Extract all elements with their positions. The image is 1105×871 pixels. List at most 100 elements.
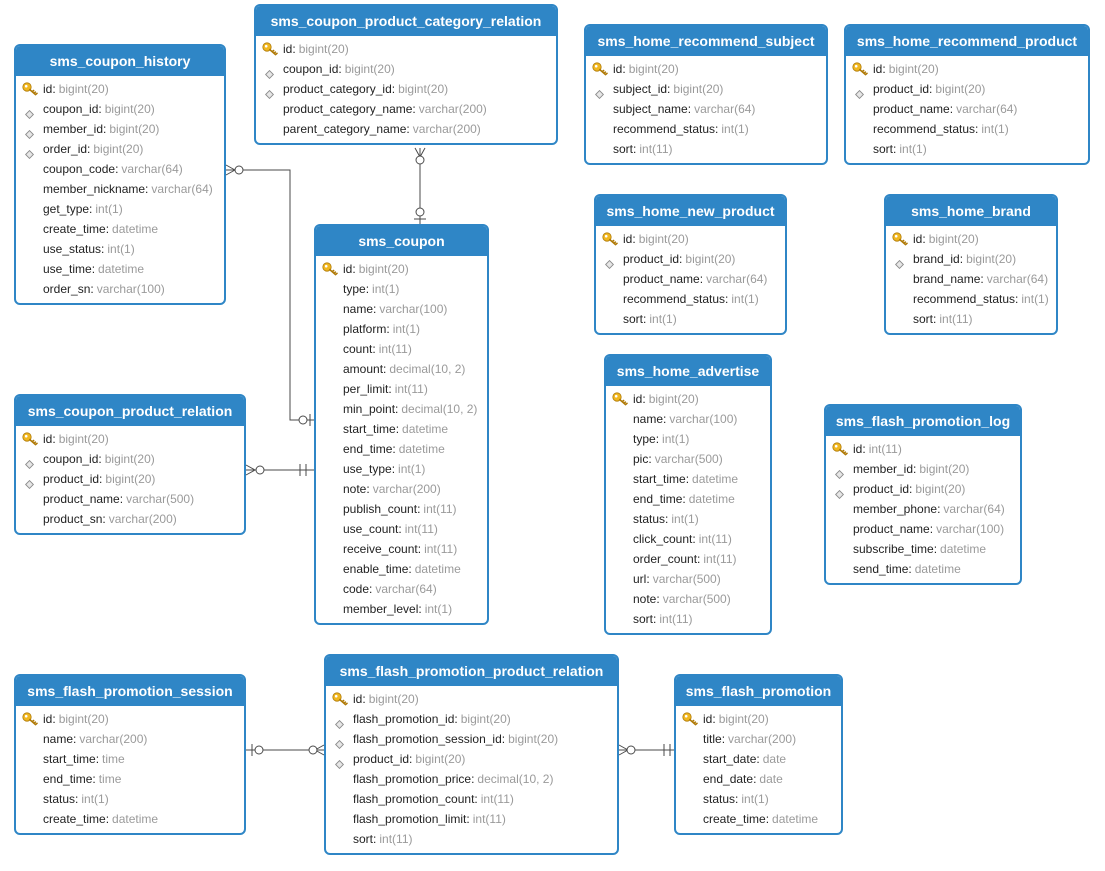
column-row[interactable]: platform:int(1) [316, 319, 487, 339]
column-row[interactable]: get_type:int(1) [16, 199, 224, 219]
column-row[interactable]: recommend_status:int(1) [586, 119, 826, 139]
column-row[interactable]: use_status:int(1) [16, 239, 224, 259]
column-row[interactable]: member_id:bigint(20) [826, 459, 1020, 480]
column-row[interactable]: create_time:datetime [16, 809, 244, 829]
column-row[interactable]: end_time:datetime [606, 489, 770, 509]
column-row[interactable]: sort:int(1) [846, 139, 1088, 159]
column-row[interactable]: id:bigint(20) [16, 79, 224, 99]
column-row[interactable]: use_time:datetime [16, 259, 224, 279]
column-row[interactable]: url:varchar(500) [606, 569, 770, 589]
column-row[interactable]: id:bigint(20) [596, 229, 785, 249]
column-row[interactable]: member_phone:varchar(64) [826, 499, 1020, 519]
column-row[interactable]: click_count:int(11) [606, 529, 770, 549]
column-row[interactable]: sort:int(11) [606, 609, 770, 629]
column-row[interactable]: end_time:datetime [316, 439, 487, 459]
column-row[interactable]: member_id:bigint(20) [16, 119, 224, 140]
column-row[interactable]: coupon_code:varchar(64) [16, 159, 224, 179]
column-row[interactable]: recommend_status:int(1) [846, 119, 1088, 139]
column-row[interactable]: type:int(1) [606, 429, 770, 449]
column-row[interactable]: order_count:int(11) [606, 549, 770, 569]
column-row[interactable]: note:varchar(200) [316, 479, 487, 499]
column-row[interactable]: count:int(11) [316, 339, 487, 359]
column-row[interactable]: product_id:bigint(20) [16, 469, 244, 490]
column-row[interactable]: subject_name:varchar(64) [586, 99, 826, 119]
column-row[interactable]: create_time:datetime [676, 809, 841, 829]
column-row[interactable]: product_sn:varchar(200) [16, 509, 244, 529]
column-row[interactable]: send_time:datetime [826, 559, 1020, 579]
column-row[interactable]: min_point:decimal(10, 2) [316, 399, 487, 419]
column-row[interactable]: sort:int(1) [596, 309, 785, 329]
column-row[interactable]: end_date:date [676, 769, 841, 789]
column-row[interactable]: enable_time:datetime [316, 559, 487, 579]
column-row[interactable]: name:varchar(100) [606, 409, 770, 429]
column-row[interactable]: flash_promotion_count:int(11) [326, 789, 617, 809]
column-row[interactable]: flash_promotion_price:decimal(10, 2) [326, 769, 617, 789]
column-row[interactable]: product_id:bigint(20) [596, 249, 785, 270]
column-row[interactable]: id:bigint(20) [316, 259, 487, 279]
column-row[interactable]: id:bigint(20) [586, 59, 826, 79]
column-row[interactable]: subject_id:bigint(20) [586, 79, 826, 100]
column-row[interactable]: recommend_status:int(1) [596, 289, 785, 309]
column-row[interactable]: receive_count:int(11) [316, 539, 487, 559]
column-row[interactable]: note:varchar(500) [606, 589, 770, 609]
column-row[interactable]: id:bigint(20) [676, 709, 841, 729]
column-row[interactable]: pic:varchar(500) [606, 449, 770, 469]
column-row[interactable]: id:bigint(20) [326, 689, 617, 709]
column-row[interactable]: member_level:int(1) [316, 599, 487, 619]
column-row[interactable]: status:int(1) [16, 789, 244, 809]
column-row[interactable]: product_id:bigint(20) [826, 479, 1020, 500]
column-row[interactable]: order_sn:varchar(100) [16, 279, 224, 299]
column-row[interactable]: product_name:varchar(500) [16, 489, 244, 509]
column-row[interactable]: product_id:bigint(20) [326, 749, 617, 770]
column-row[interactable]: id:bigint(20) [16, 709, 244, 729]
column-row[interactable]: product_category_id:bigint(20) [256, 79, 556, 100]
column-row[interactable]: id:bigint(20) [256, 39, 556, 59]
column-row[interactable]: parent_category_name:varchar(200) [256, 119, 556, 139]
column-row[interactable]: name:varchar(200) [16, 729, 244, 749]
column-row[interactable]: create_time:datetime [16, 219, 224, 239]
column-row[interactable]: product_category_name:varchar(200) [256, 99, 556, 119]
column-row[interactable]: type:int(1) [316, 279, 487, 299]
column-row[interactable]: use_count:int(11) [316, 519, 487, 539]
column-row[interactable]: use_type:int(1) [316, 459, 487, 479]
column-row[interactable]: id:bigint(20) [606, 389, 770, 409]
column-row[interactable]: sort:int(11) [586, 139, 826, 159]
column-row[interactable]: coupon_id:bigint(20) [16, 449, 244, 470]
column-row[interactable]: product_name:varchar(100) [826, 519, 1020, 539]
column-row[interactable]: start_time:time [16, 749, 244, 769]
column-row[interactable]: coupon_id:bigint(20) [256, 59, 556, 80]
column-row[interactable]: subscribe_time:datetime [826, 539, 1020, 559]
column-row[interactable]: product_name:varchar(64) [596, 269, 785, 289]
column-row[interactable]: coupon_id:bigint(20) [16, 99, 224, 120]
column-row[interactable]: status:int(1) [606, 509, 770, 529]
column-row[interactable]: publish_count:int(11) [316, 499, 487, 519]
column-row[interactable]: product_id:bigint(20) [846, 79, 1088, 100]
column-row[interactable]: recommend_status:int(1) [886, 289, 1056, 309]
column-row[interactable]: brand_name:varchar(64) [886, 269, 1056, 289]
column-row[interactable]: code:varchar(64) [316, 579, 487, 599]
column-row[interactable]: flash_promotion_session_id:bigint(20) [326, 729, 617, 750]
column-row[interactable]: start_time:datetime [606, 469, 770, 489]
column-row[interactable]: product_name:varchar(64) [846, 99, 1088, 119]
column-row[interactable]: member_nickname:varchar(64) [16, 179, 224, 199]
column-row[interactable]: start_date:date [676, 749, 841, 769]
column-row[interactable]: flash_promotion_limit:int(11) [326, 809, 617, 829]
column-row[interactable]: brand_id:bigint(20) [886, 249, 1056, 270]
column-row[interactable]: id:bigint(20) [886, 229, 1056, 249]
column-row[interactable]: name:varchar(100) [316, 299, 487, 319]
column-row[interactable]: start_time:datetime [316, 419, 487, 439]
column-row[interactable]: amount:decimal(10, 2) [316, 359, 487, 379]
column-row[interactable]: id:bigint(20) [846, 59, 1088, 79]
column-row[interactable]: status:int(1) [676, 789, 841, 809]
